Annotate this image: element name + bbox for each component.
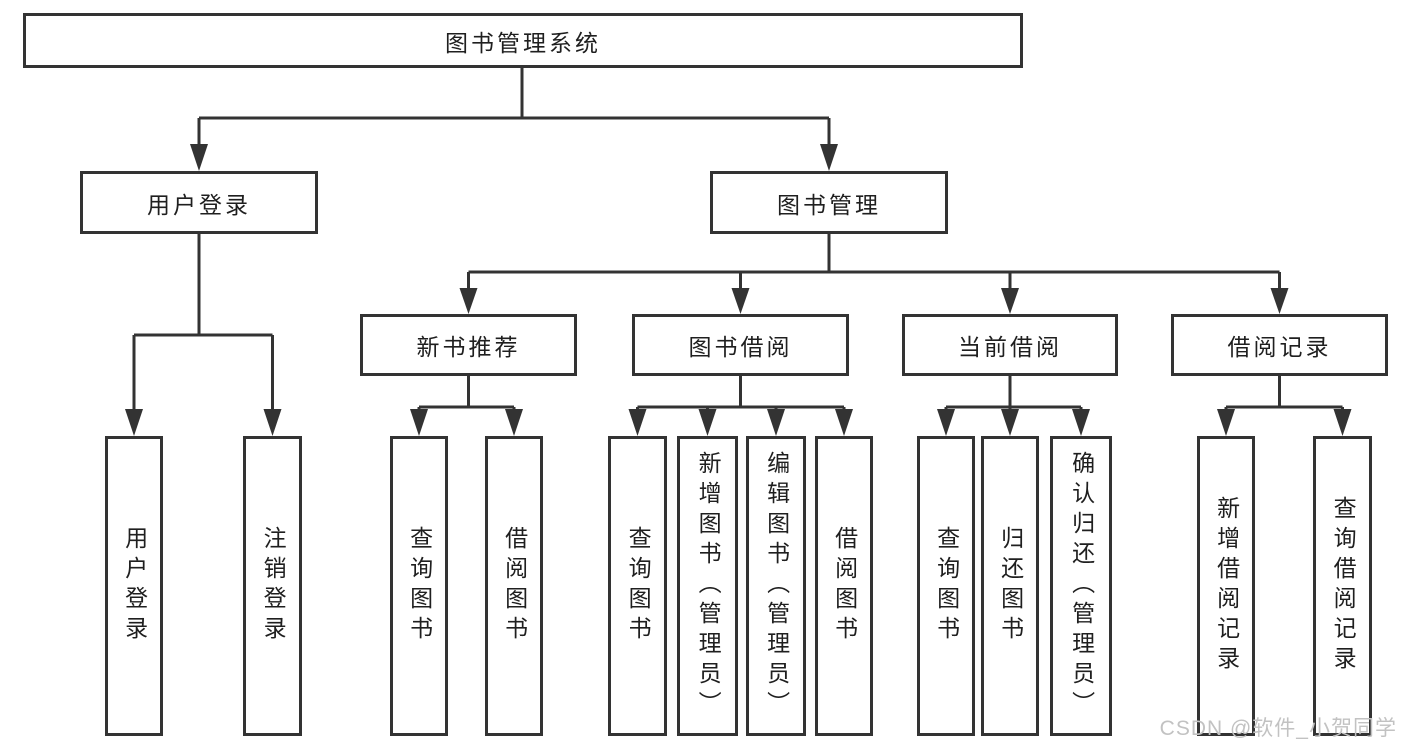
node-label: 借阅记录 <box>1227 334 1332 360</box>
node-root-system: 图书管理系统 <box>23 13 1023 68</box>
node-book-borrowing: 图书借阅 <box>632 314 849 376</box>
leaf-edit-book-admin: 编辑图书（管理员） <box>746 436 806 736</box>
leaf-query-borrow-record: 查询借阅记录 <box>1313 436 1372 736</box>
node-label: 编辑图书（管理员） <box>763 451 790 721</box>
node-current-borrowing: 当前借阅 <box>902 314 1118 376</box>
node-label: 图书管理 <box>777 191 881 218</box>
node-borrowing-records: 借阅记录 <box>1171 314 1388 376</box>
node-label: 用户登录 <box>147 191 251 218</box>
node-label: 当前借阅 <box>958 334 1062 360</box>
leaf-confirm-return-admin: 确认归还（管理员） <box>1050 436 1112 736</box>
node-book-management-branch: 图书管理 <box>710 171 948 234</box>
leaf-query-books-current: 查询图书 <box>917 436 975 736</box>
leaf-query-books-borrowing: 查询图书 <box>608 436 667 736</box>
node-label: 注销登录 <box>260 526 287 646</box>
node-new-book-recommend: 新书推荐 <box>360 314 577 376</box>
node-label: 新增图书（管理员） <box>695 451 722 721</box>
leaf-add-borrow-record: 新增借阅记录 <box>1197 436 1255 736</box>
node-label: 查询图书 <box>406 526 433 646</box>
leaf-borrow-books: 借阅图书 <box>815 436 873 736</box>
node-label: 确认归还（管理员） <box>1068 451 1095 721</box>
node-label: 新书推荐 <box>416 334 521 360</box>
leaf-return-book: 归还图书 <box>981 436 1039 736</box>
node-label: 查询图书 <box>625 526 652 646</box>
leaf-logout: 注销登录 <box>243 436 302 736</box>
node-label: 查询图书 <box>933 526 960 646</box>
leaf-query-books-recommend: 查询图书 <box>390 436 448 736</box>
arrowhead-icons <box>125 144 1352 436</box>
node-label: 新增借阅记录 <box>1213 496 1240 676</box>
node-label: 借阅图书 <box>831 526 858 646</box>
node-label: 图书管理系统 <box>445 29 601 56</box>
leaf-borrow-books-recommend: 借阅图书 <box>485 436 543 736</box>
node-label: 查询借阅记录 <box>1330 496 1357 676</box>
node-label: 用户登录 <box>121 526 148 646</box>
leaf-user-login: 用户登录 <box>105 436 163 736</box>
node-user-login-branch: 用户登录 <box>80 171 318 234</box>
leaf-add-book-admin: 新增图书（管理员） <box>677 436 738 736</box>
csdn-watermark: CSDN @软件_小贺同学 <box>1159 717 1397 740</box>
node-label: 图书借阅 <box>688 334 793 360</box>
node-label: 归还图书 <box>997 526 1024 646</box>
node-label: 借阅图书 <box>501 526 528 646</box>
